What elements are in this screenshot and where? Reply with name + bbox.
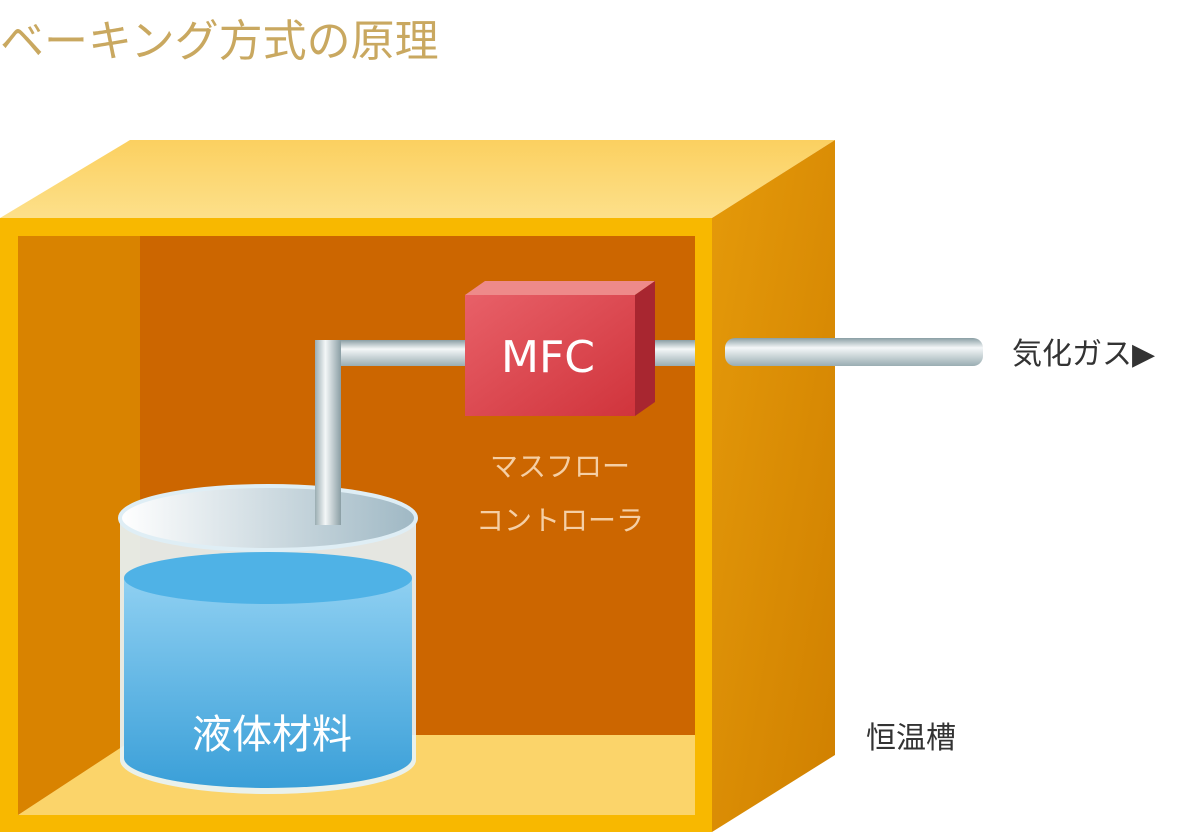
liquid-material-label: 液体材料	[192, 712, 352, 758]
mfc-label: MFC	[501, 332, 595, 383]
vaporized-gas-label: 気化ガス▶	[1012, 337, 1155, 372]
chamber-right-face	[712, 140, 835, 832]
thermostatic-chamber-label: 恒温槽	[866, 721, 956, 756]
chamber-left-wall	[18, 236, 140, 815]
mfc-box: MFC	[465, 281, 655, 416]
diagram-title: ベーキング方式の原理	[0, 16, 439, 67]
pipe-out-outer	[725, 338, 983, 366]
chamber-frame-bottom	[0, 815, 712, 832]
mfc-name-line1: マスフロー	[490, 450, 630, 483]
liquid-beaker: 液体材料	[118, 480, 418, 794]
mfc-name-line2: コントローラ	[476, 504, 644, 537]
chamber-top-face	[0, 140, 835, 218]
